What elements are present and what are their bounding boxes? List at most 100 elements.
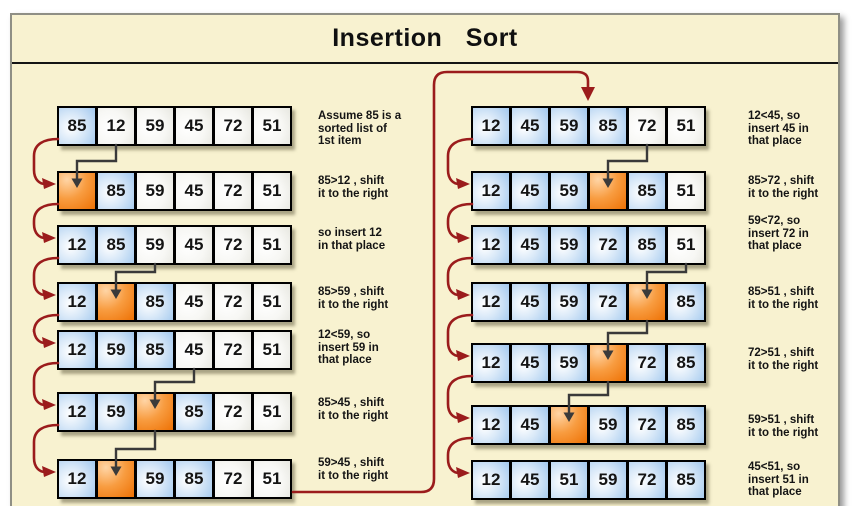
- array-cell: 12: [57, 225, 97, 265]
- array-cell: 85: [135, 282, 175, 322]
- array-cell: 51: [252, 171, 292, 211]
- array-cell-gap: [549, 405, 589, 445]
- step-annotation: Assume 85 is a sorted list of 1st item: [318, 110, 402, 147]
- array-cell: 45: [174, 282, 214, 322]
- title-bar: Insertion Sort: [12, 15, 838, 64]
- array-cell: 12: [471, 282, 511, 322]
- array-cell: 72: [627, 405, 667, 445]
- array-cell: 85: [627, 225, 667, 265]
- array-cell: 12: [471, 171, 511, 211]
- array-cell: 45: [174, 225, 214, 265]
- array-cell: 12: [471, 106, 511, 146]
- array-cell: 45: [510, 106, 550, 146]
- array-cell: 72: [588, 282, 628, 322]
- array-cell: 59: [135, 171, 175, 211]
- step-annotation: 59>45 , shift it to the right: [318, 457, 389, 482]
- array-cell: 72: [213, 225, 253, 265]
- array-cell: 85: [174, 459, 214, 499]
- array-cell: 72: [588, 225, 628, 265]
- array-cell: 12: [471, 405, 511, 445]
- array-cell: 59: [135, 459, 175, 499]
- array-cell: 85: [96, 225, 136, 265]
- array-cell: 85: [666, 460, 706, 500]
- array-cell: 45: [510, 171, 550, 211]
- array-cell: 72: [627, 460, 667, 500]
- array-cell: 72: [627, 106, 667, 146]
- step-annotation: so insert 12 in that place: [318, 227, 386, 252]
- array-cell: 59: [135, 106, 175, 146]
- array-cell: 12: [471, 343, 511, 383]
- array-cell-gap: [588, 171, 628, 211]
- array-cell-gap: [135, 392, 175, 432]
- array-cell: 85: [627, 171, 667, 211]
- array-cell: 72: [213, 459, 253, 499]
- array-cell: 45: [510, 343, 550, 383]
- step-annotation: 85>72 , shift it to the right: [748, 175, 819, 200]
- array-cell: 59: [96, 330, 136, 370]
- array-cell: 45: [510, 282, 550, 322]
- array-cell: 85: [666, 282, 706, 322]
- array-cell: 12: [57, 330, 97, 370]
- array-cell: 85: [96, 171, 136, 211]
- array-cell: 85: [135, 330, 175, 370]
- step-annotation: 85>59 , shift it to the right: [318, 286, 389, 311]
- array-cell: 45: [174, 330, 214, 370]
- array-cell: 12: [57, 459, 97, 499]
- array-cell: 12: [57, 282, 97, 322]
- array-cell: 72: [213, 330, 253, 370]
- array-cell: 85: [588, 106, 628, 146]
- step-annotation: 59<72, so insert 72 in that place: [748, 215, 809, 252]
- array-cell: 45: [174, 171, 214, 211]
- array-cell: 45: [174, 106, 214, 146]
- array-cell-gap: [588, 343, 628, 383]
- array-cell: 72: [213, 106, 253, 146]
- array-cell: 51: [252, 459, 292, 499]
- array-cell: 72: [627, 343, 667, 383]
- array-cell: 59: [135, 225, 175, 265]
- array-cell: 85: [666, 343, 706, 383]
- array-cell: 59: [549, 171, 589, 211]
- array-cell: 59: [549, 282, 589, 322]
- array-cell: 59: [96, 392, 136, 432]
- array-cell: 12: [96, 106, 136, 146]
- array-cell: 12: [471, 460, 511, 500]
- array-cell-gap: [627, 282, 667, 322]
- array-cell: 12: [471, 225, 511, 265]
- step-annotation: 45<51, so insert 51 in that place: [748, 461, 809, 498]
- array-cell: 51: [666, 225, 706, 265]
- step-annotation: 85>45 , shift it to the right: [318, 397, 389, 422]
- array-cell: 51: [252, 392, 292, 432]
- array-cell: 85: [174, 392, 214, 432]
- array-cell: 45: [510, 460, 550, 500]
- array-cell: 59: [549, 106, 589, 146]
- array-cell: 51: [252, 330, 292, 370]
- array-cell: 51: [252, 106, 292, 146]
- array-cell: 12: [57, 392, 97, 432]
- step-annotation: 59>51 , shift it to the right: [748, 414, 819, 439]
- array-cell-gap: [96, 282, 136, 322]
- array-cell: 45: [510, 405, 550, 445]
- array-cell-gap: [96, 459, 136, 499]
- step-annotation: 72>51 , shift it to the right: [748, 347, 819, 372]
- array-cell: 51: [252, 282, 292, 322]
- array-cell: 59: [549, 343, 589, 383]
- array-cell: 51: [666, 106, 706, 146]
- array-cell-gap: [57, 171, 97, 211]
- array-cell: 51: [549, 460, 589, 500]
- array-cell: 85: [57, 106, 97, 146]
- step-annotation: 12<59, so insert 59 in that place: [318, 329, 379, 366]
- array-cell: 72: [213, 282, 253, 322]
- array-cell: 45: [510, 225, 550, 265]
